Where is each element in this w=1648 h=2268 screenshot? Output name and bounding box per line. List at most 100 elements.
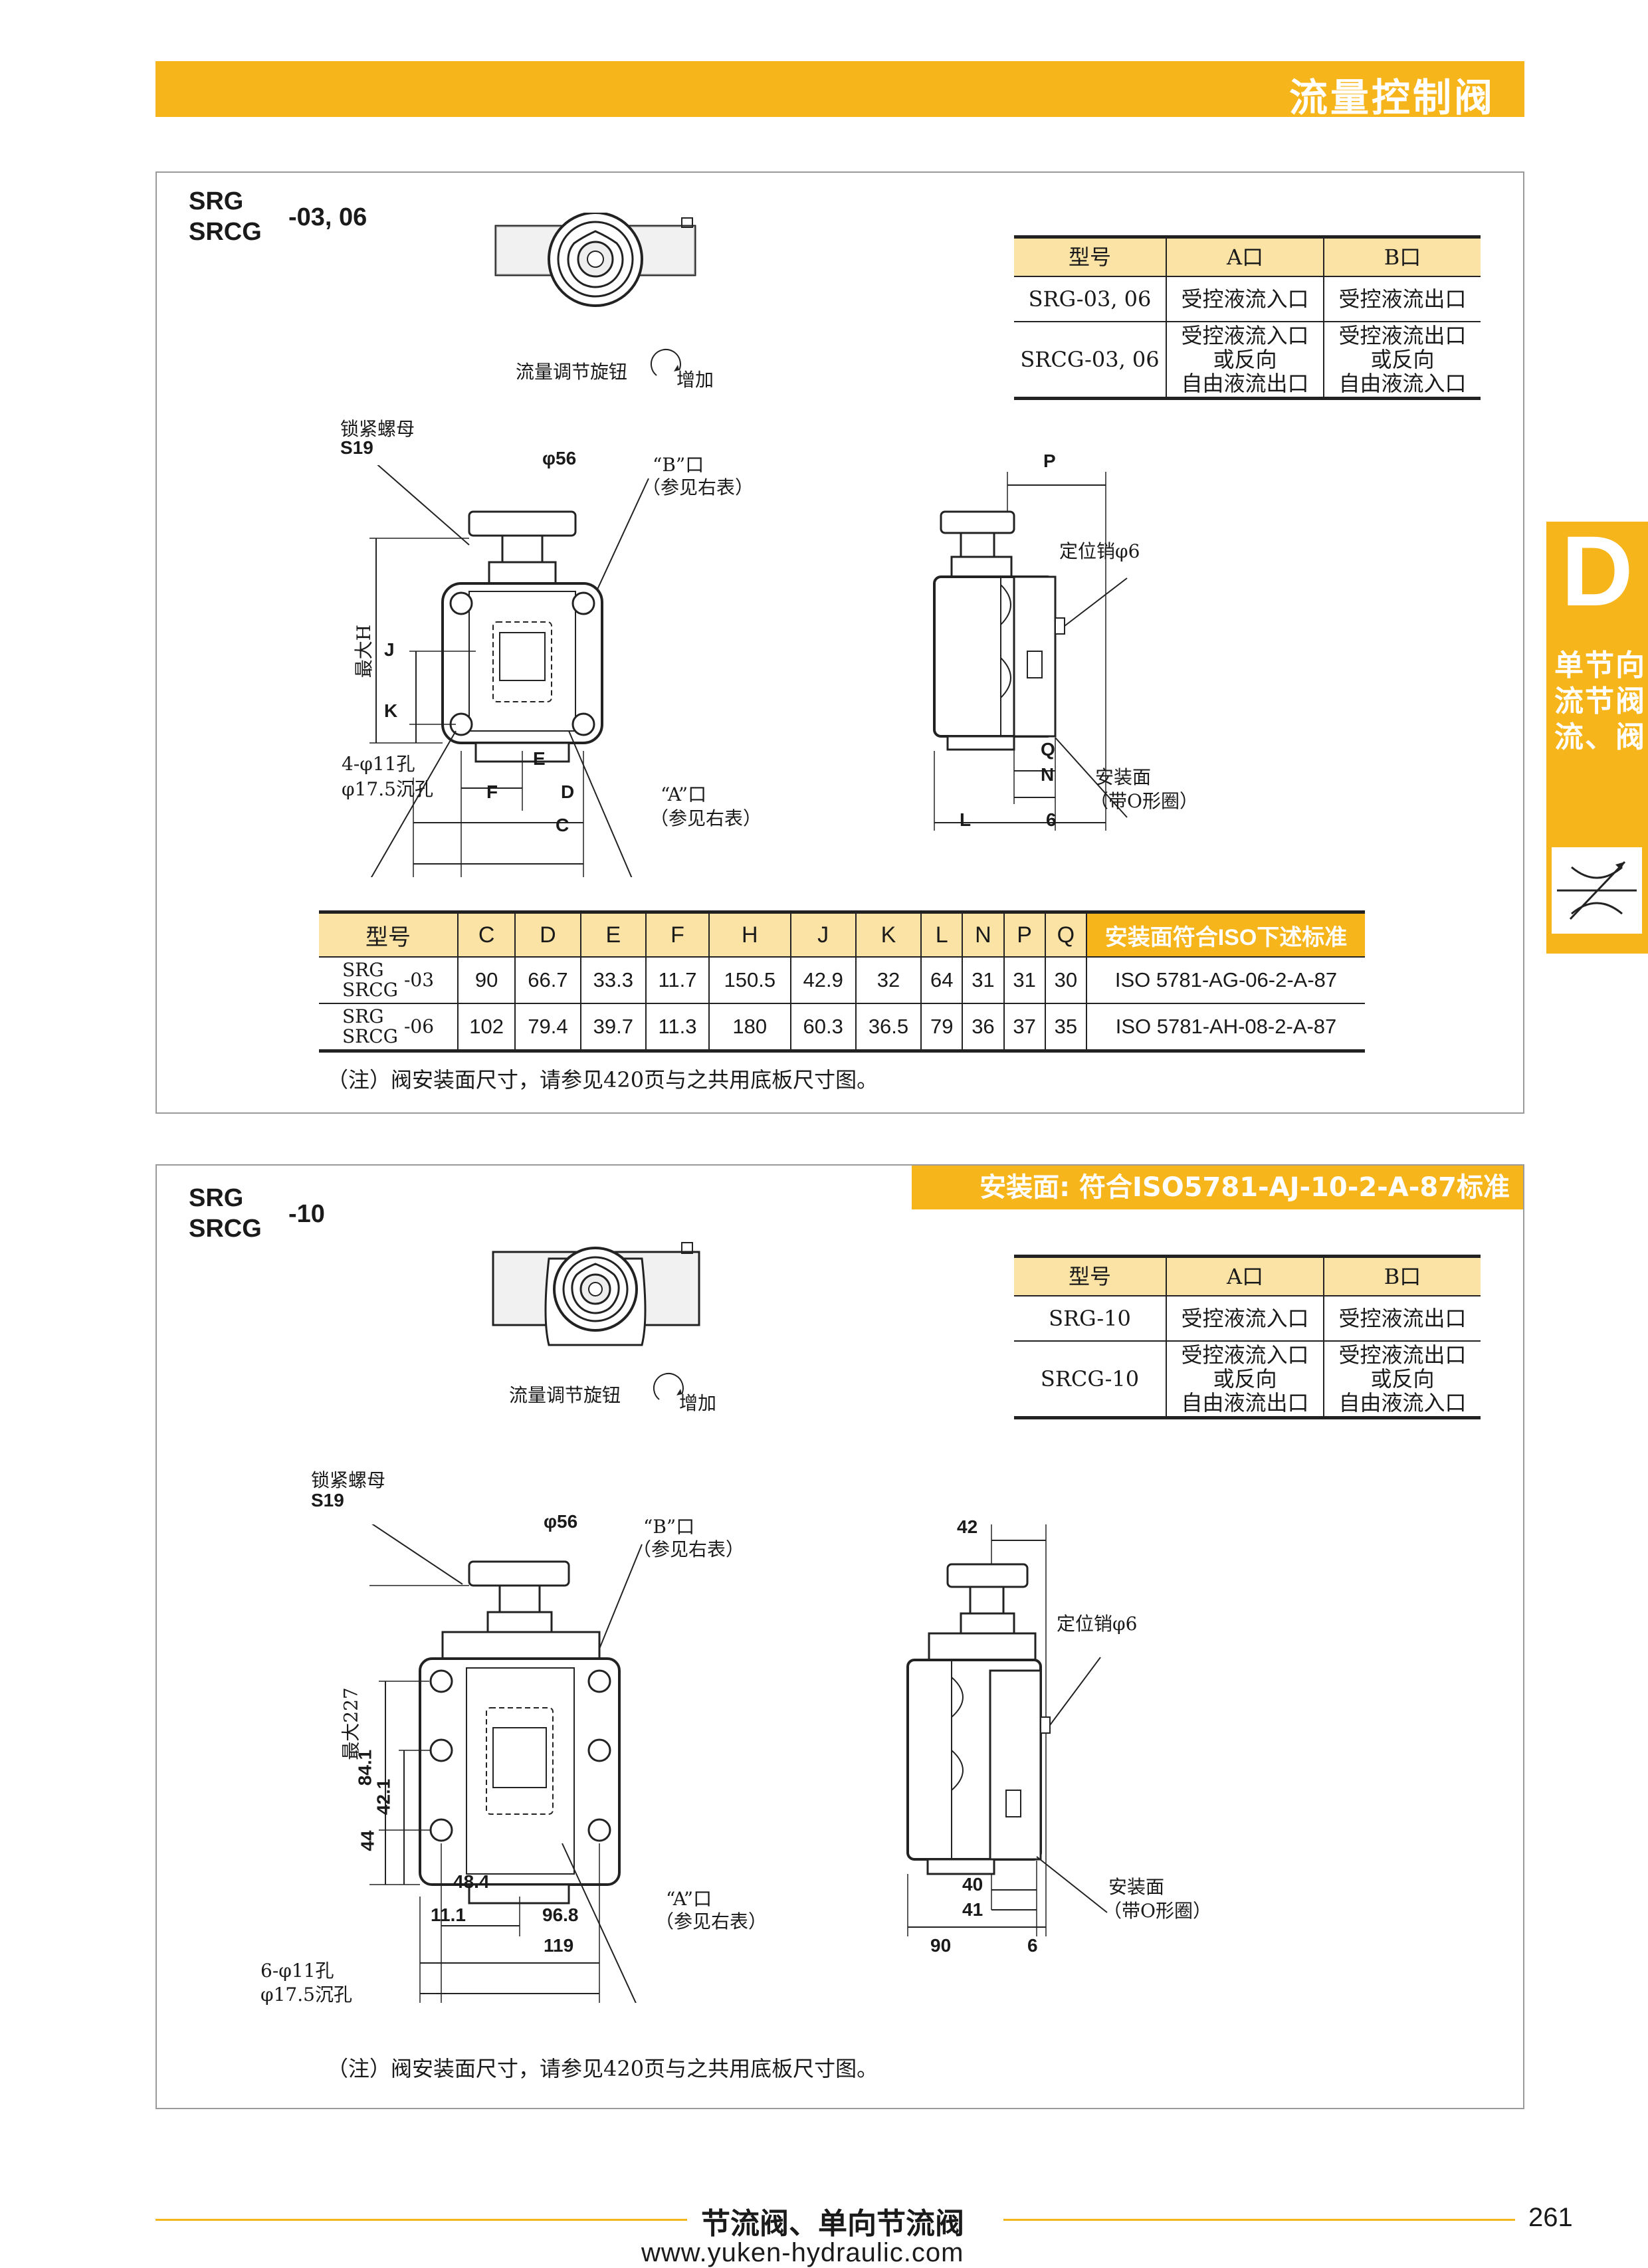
mount-label: 安装面: [1108, 1876, 1165, 1898]
cell-model: SRG-10: [1014, 1296, 1166, 1342]
section-srg-03-06: SRG SRCG -03, 06 流量调节旋钮 增加 锁紧螺母 S19 φ56 …: [155, 171, 1524, 1114]
cell-model: SRG-03, 06: [1014, 276, 1166, 322]
dim-header-n: N: [962, 912, 1004, 958]
cell-b: 受控液流出口 或反向 自由液流入口: [1323, 1341, 1481, 1418]
dim-header-l: L: [920, 912, 963, 958]
dim-d: D: [561, 781, 575, 802]
model-srg: SRG: [342, 959, 384, 981]
rotation-arrow-icon: [653, 1373, 684, 1400]
dim-k: K: [384, 700, 398, 721]
note: （注）阀安装面尺寸，请参见420页与之共用底板尺寸图。: [327, 2056, 878, 2081]
rotation-arrow-icon: [650, 349, 681, 376]
cell-a-line2: 或反向: [1213, 347, 1277, 372]
note: （注）阀安装面尺寸，请参见420页与之共用底板尺寸图。: [327, 1067, 878, 1092]
footer-url: www.yuken-hydraulic.com: [641, 2238, 964, 2267]
increase-label: 增加: [679, 1392, 717, 1414]
section-tab-text: 单节向流节阀流、阀: [1554, 649, 1646, 754]
oring-label: （带O形圈）: [1090, 790, 1198, 812]
pin-label: 定位销φ6: [1057, 1613, 1138, 1635]
port-b-ref: （参见右表）: [633, 1538, 745, 1560]
dim-l: L: [960, 809, 972, 830]
cell-e: 39.7: [579, 1003, 646, 1051]
dim-header-e: E: [579, 912, 646, 958]
cell-l: 64: [920, 957, 963, 1004]
dim-header-iso: 安装面符合ISO下述标准: [1086, 912, 1365, 958]
bolt-holes-label: 6-φ11孔: [260, 1960, 334, 1982]
lock-nut-label: 锁紧螺母: [311, 1469, 386, 1491]
cell-h: 180: [708, 1003, 791, 1051]
cell-b-line1: 受控液流出口: [1338, 323, 1467, 348]
dim-header-q: Q: [1044, 912, 1086, 958]
cell-p: 31: [1003, 957, 1045, 1004]
port-table-header-model: 型号: [1014, 237, 1166, 277]
throttle-valve-symbol-icon: [1552, 847, 1642, 934]
dim-119: 119: [544, 1935, 574, 1956]
cell-f: 11.7: [645, 957, 710, 1004]
port-table: 型号 A口 B口 SRG-10 受控液流入口 受控液流出口 SRCG-10 受控…: [1014, 1255, 1481, 1419]
cell-q: 30: [1044, 957, 1086, 1004]
counterbore-label: φ17.5沉孔: [260, 1984, 352, 2006]
cell-b-line2: 或反向: [1370, 347, 1435, 372]
dim-c: C: [556, 815, 569, 835]
cell-a-line3: 自由液流出口: [1181, 371, 1309, 396]
dim-40: 40: [962, 1874, 983, 1895]
port-table-header-b: B口: [1323, 237, 1481, 277]
cell-d: 66.7: [514, 957, 581, 1004]
dim-f: F: [486, 781, 498, 802]
page-number: 261: [1528, 2203, 1573, 2232]
cell-b-line2: 或反向: [1370, 1366, 1435, 1392]
port-a-ref: （参见右表）: [655, 1910, 768, 1932]
section-srg-10: 安装面: 符合ISO5781-AJ-10-2-A-87标准 SRG SRCG -…: [155, 1164, 1524, 2109]
cell-d: 79.4: [514, 1003, 581, 1051]
model-srcg: SRCG: [342, 1025, 399, 1047]
top-view-drawing: [492, 1242, 700, 1346]
cell-n: 36: [962, 1003, 1004, 1051]
front-view-drawing: [369, 465, 649, 877]
cell-k: 36.5: [855, 1003, 922, 1051]
cell-p: 37: [1003, 1003, 1045, 1051]
port-table: 型号 A口 B口 SRG-03, 06 受控液流入口 受控液流出口 SRCG-0…: [1014, 235, 1481, 400]
knob-label: 流量调节旋钮: [509, 1384, 621, 1406]
dim-44: 44: [357, 1830, 378, 1851]
cell-k: 32: [855, 957, 922, 1004]
dim-header-p: P: [1003, 912, 1045, 958]
model-line1: SRG: [189, 1184, 244, 1212]
cell-b: 受控液流出口: [1323, 1296, 1481, 1342]
dim-header-h: H: [708, 912, 791, 958]
side-view-drawing: [933, 472, 1128, 831]
port-b-ref: （参见右表）: [642, 476, 754, 498]
port-a-ref: （参见右表）: [650, 807, 762, 829]
oring-label: （带O形圈）: [1103, 1900, 1211, 1922]
footer-line-left: [155, 2219, 687, 2221]
dim-48: 48.4: [453, 1871, 490, 1892]
cell-model: SRCG-10: [1040, 1366, 1140, 1392]
cell-l: 79: [920, 1003, 963, 1051]
dim-q: Q: [1041, 739, 1055, 760]
dim-header-j: J: [789, 912, 856, 958]
model-srcg: SRCG: [342, 979, 399, 1001]
model-title: SRG SRCG: [189, 1183, 262, 1244]
cell-n: 31: [962, 957, 1004, 1004]
port-b-label: “B”口: [643, 1516, 695, 1538]
max-h-label: 最大H: [353, 624, 375, 678]
cell-e: 33.3: [579, 957, 646, 1004]
cell-iso: ISO 5781-AG-06-2-A-87: [1086, 957, 1365, 1004]
table-row: SRG-10 受控液流入口 受控液流出口: [1014, 1296, 1481, 1342]
dim-j: J: [384, 639, 395, 660]
diameter-label: φ56: [544, 1511, 578, 1532]
dim-header-c: C: [457, 912, 516, 958]
front-view-drawing: [369, 1524, 643, 2003]
header-bar: 流量控制阀: [155, 61, 1524, 120]
table-row: SRCG-10 受控液流入口 或反向 自由液流出口 受控液流出口 或反向 自由液…: [1014, 1341, 1481, 1418]
cell-b: 受控液流出口 或反向 自由液流入口: [1323, 322, 1481, 399]
port-b-label: “B”口: [653, 454, 704, 476]
knob-label: 流量调节旋钮: [516, 361, 628, 383]
lock-nut-label: 锁紧螺母: [340, 418, 415, 440]
model-line2: SRCG: [189, 218, 262, 246]
port-table-header-a: A口: [1165, 237, 1324, 277]
cell-a-line1: 受控液流入口: [1181, 323, 1309, 348]
pin-label: 定位销φ6: [1059, 540, 1140, 562]
